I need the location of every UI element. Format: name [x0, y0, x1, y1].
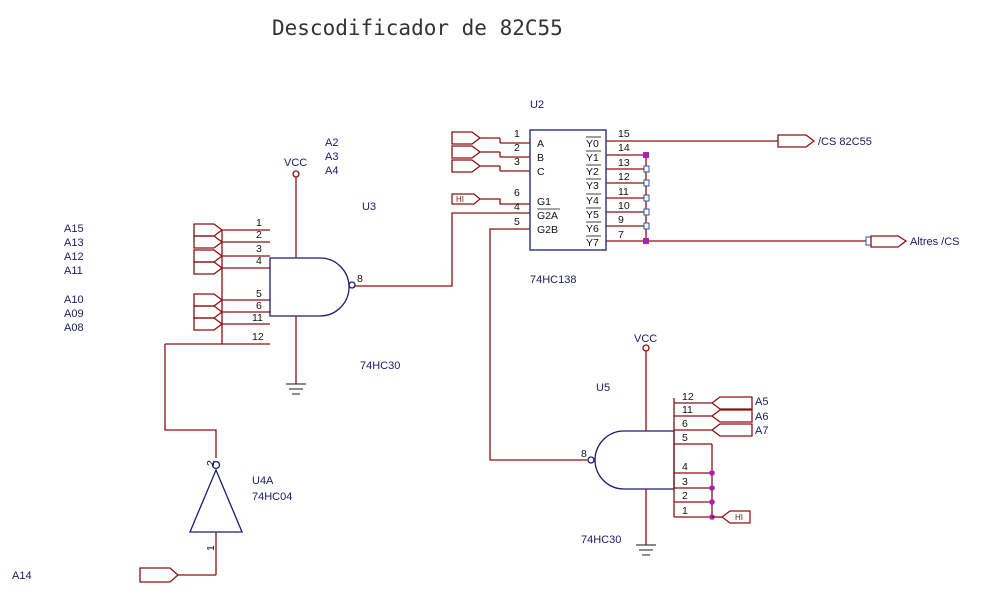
u2-label-y7: Y7: [586, 237, 599, 249]
output-cs-82c55: /CS 82C55: [818, 136, 872, 148]
u3-pin-4: 4: [256, 255, 262, 267]
u2-pin-6: 6: [514, 187, 520, 199]
addr-a15: A15: [64, 223, 84, 235]
u5-refdes: U5: [596, 382, 610, 394]
u2-label-g2a: G2A: [537, 210, 558, 222]
addr-a7: A7: [755, 425, 768, 437]
u4a-pin-1: 1: [205, 545, 217, 551]
u3-pin-5: 5: [256, 288, 262, 300]
u2-label-y2: Y2: [586, 166, 599, 178]
u2-pin-13: 13: [618, 157, 630, 169]
u2-decoder: U2 74HC138 HI 1 2 3 6 4 5 A B C G1 G2A: [451, 99, 960, 461]
addr-a09: A09: [64, 308, 84, 320]
u2-pin-12: 12: [618, 171, 630, 183]
u5-gate: U5 74HC30 8 VCC 12 11 6 5 4 3 2 1: [581, 333, 768, 556]
u2-part-number: 74HC138: [530, 274, 576, 286]
u3-vcc-label: VCC: [284, 157, 307, 169]
u2-pin-14: 14: [618, 142, 630, 154]
u3-gate: 1 2 3 4 5 6 11 12 8 U3 74HC30 VCC: [165, 157, 530, 395]
abc-address-labels: A2 A3 A4: [325, 137, 338, 177]
u2-output-bus-markers: [643, 152, 650, 244]
u2-pin-5: 5: [514, 216, 520, 228]
u5-pin-2: 2: [682, 490, 688, 502]
addr-a6: A6: [755, 411, 768, 423]
u5-hi-flag-label: HI: [735, 513, 743, 522]
u5-part-number: 74HC30: [581, 534, 621, 546]
u3-input-ports: [193, 223, 224, 331]
u3-pin-8: 8: [357, 273, 363, 285]
u5-pin-8: 8: [581, 448, 587, 460]
u3-pin-11: 11: [252, 312, 263, 324]
u2-label-y4: Y4: [586, 195, 599, 207]
addr-a08: A08: [64, 322, 84, 334]
u5-pin-12: 12: [682, 391, 694, 403]
u2-refdes: U2: [530, 99, 544, 111]
u2-label-g2b: G2B: [537, 224, 558, 236]
u3-pin-12: 12: [252, 331, 264, 343]
u4a-part-number: 74HC04: [252, 491, 292, 503]
u4a-inverter: 2 1 U4A 74HC04: [139, 344, 292, 583]
u2-label-b: B: [537, 152, 544, 164]
left-address-labels: A15 A13 A12 A11 A10 A09 A08: [64, 223, 84, 334]
u2-pin-10: 10: [618, 200, 630, 212]
u3-refdes: U3: [362, 201, 376, 213]
u2-hi-flag-label: HI: [456, 195, 464, 204]
u5-pin-3: 3: [682, 476, 688, 488]
addr-a2: A2: [325, 137, 338, 149]
addr-a3: A3: [325, 151, 338, 163]
u3-pin-1: 1: [256, 217, 262, 229]
u3-pin-2: 2: [256, 229, 262, 241]
u3-part-number: 74HC30: [360, 360, 400, 372]
u2-label-y1: Y1: [586, 152, 599, 164]
addr-a14: A14: [12, 570, 32, 582]
addr-a13: A13: [64, 237, 84, 249]
u2-pin-1: 1: [514, 128, 520, 140]
u5-vcc-label: VCC: [634, 333, 657, 345]
output-altres-cs: Altres /CS: [910, 236, 960, 248]
addr-a4: A4: [325, 165, 338, 177]
addr-a11: A11: [64, 265, 83, 277]
u2-pin-15: 15: [618, 128, 630, 140]
addr-a12: A12: [64, 251, 84, 263]
u2-label-c: C: [537, 166, 545, 178]
u2-pin-4: 4: [514, 201, 520, 213]
u2-label-g1: G1: [537, 196, 551, 208]
u5-pin-4: 4: [682, 461, 688, 473]
u2-pin-11: 11: [618, 186, 629, 198]
u5-pin-11: 11: [682, 404, 693, 416]
u5-pin-1: 1: [682, 505, 688, 517]
u5-pin-6: 6: [682, 418, 688, 430]
u2-pin-9: 9: [618, 214, 624, 226]
u4a-refdes: U4A: [252, 475, 274, 487]
u2-output-labels: Y0 Y1 Y2 Y3 Y4 Y5 Y6 Y7: [586, 136, 601, 249]
u2-label-y0: Y0: [586, 138, 599, 150]
u3-pin-6: 6: [256, 300, 262, 312]
u2-pin-2: 2: [514, 142, 520, 154]
u2-pin-3: 3: [514, 156, 520, 168]
u2-label-y3: Y3: [586, 180, 599, 192]
u2-label-a: A: [537, 138, 544, 150]
diagram-title: Descodificador de 82C55: [272, 16, 563, 40]
u2-label-y5: Y5: [586, 209, 599, 221]
u5-pin-5: 5: [682, 432, 688, 444]
u4a-pin-2: 2: [205, 460, 217, 466]
addr-a10: A10: [64, 294, 84, 306]
u2-pin-7: 7: [618, 229, 624, 241]
u2-label-y6: Y6: [586, 223, 599, 235]
addr-a5: A5: [755, 396, 768, 408]
u3-pin-3: 3: [256, 243, 262, 255]
